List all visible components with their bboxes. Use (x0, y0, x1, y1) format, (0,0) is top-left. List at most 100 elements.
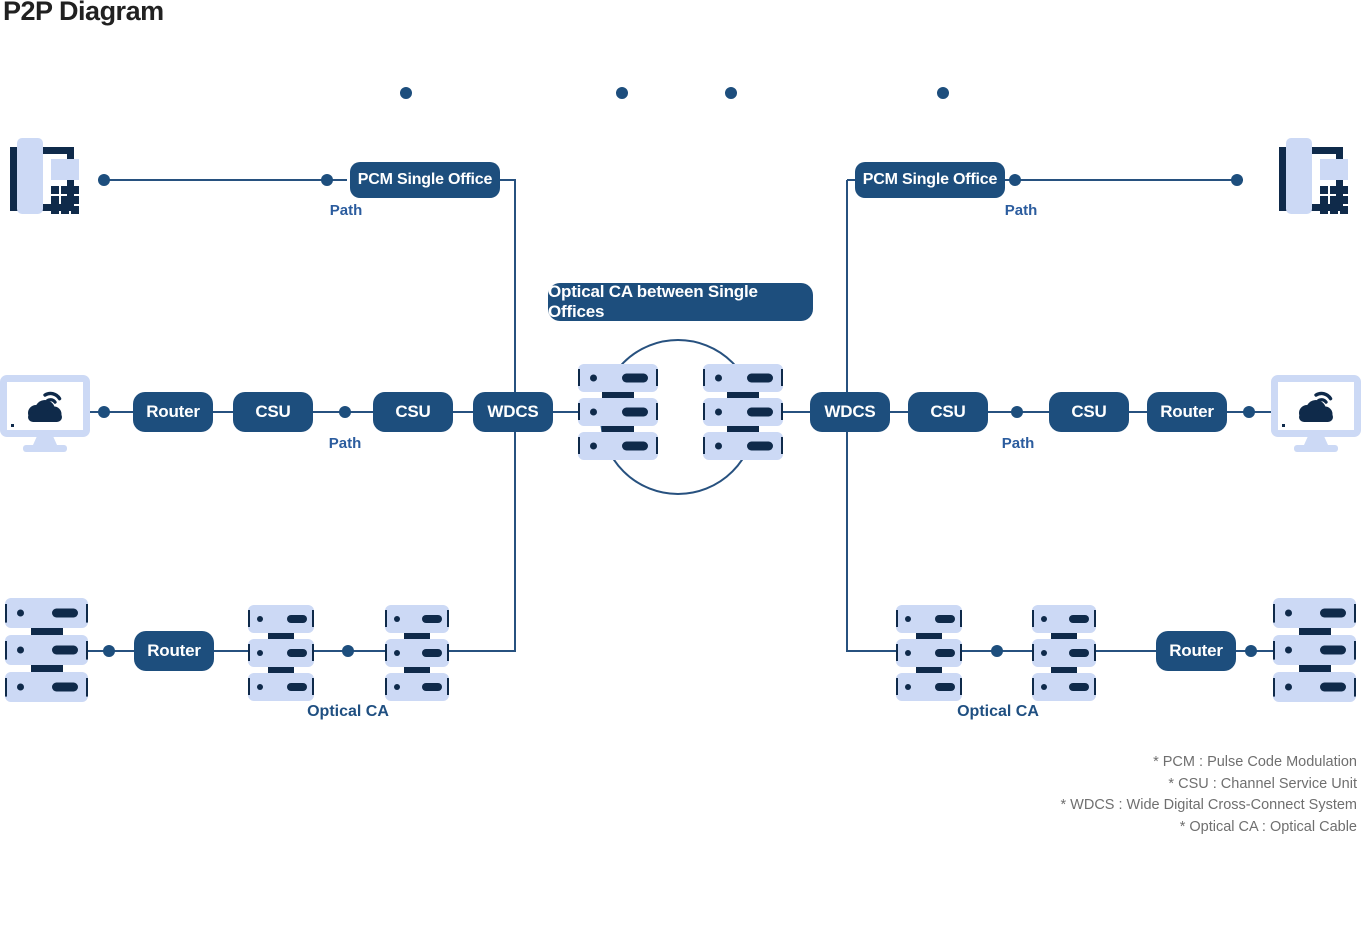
cloud-wifi-icon (28, 391, 62, 422)
server-stack-icon (385, 605, 449, 701)
server-unit (1032, 673, 1096, 701)
phone-keypad (1320, 186, 1328, 194)
server-connector (1032, 667, 1096, 673)
connector-dot-icon (1231, 174, 1243, 186)
node-router-bottom-right: Router (1156, 631, 1236, 671)
server-connector (1032, 633, 1096, 639)
server-unit (385, 605, 449, 633)
server-stack-icon (1273, 598, 1356, 702)
server-unit (1273, 635, 1356, 665)
connector-line (1096, 650, 1156, 652)
server-stack-icon (248, 605, 314, 701)
node-pcm-single-office-right: PCM Single Office (855, 162, 1005, 198)
server-unit (5, 672, 88, 702)
connector-line (1129, 411, 1147, 413)
connector-dot-icon (98, 174, 110, 186)
legend: * PCM : Pulse Code Modulation * CSU : Ch… (1060, 752, 1357, 838)
phone-keypad (51, 186, 59, 194)
server-unit (248, 605, 314, 633)
computer-icon (1271, 375, 1361, 452)
server-unit (5, 598, 88, 628)
server-connector (248, 667, 314, 673)
desk-phone-icon (1274, 138, 1358, 228)
server-connector (703, 426, 783, 432)
server-unit (248, 673, 314, 701)
node-router-left-mid: Router (133, 392, 213, 432)
server-unit (1032, 605, 1096, 633)
server-connector (248, 633, 314, 639)
server-stack-icon (703, 364, 783, 460)
connector-dot-icon (1245, 645, 1257, 657)
connector-line (553, 411, 578, 413)
path-label-mid-left: Path (328, 435, 362, 452)
path-label-top-right: Path (1004, 202, 1038, 219)
node-csu-right-2: CSU (1049, 392, 1129, 432)
server-connector (385, 667, 449, 673)
optical-ca-label-left: Optical CA (307, 703, 389, 720)
phone-screen (1320, 159, 1348, 180)
node-marker-icon (400, 87, 412, 99)
page-title: P2P Diagram (3, 0, 164, 26)
connector-line (214, 650, 248, 652)
server-unit (1032, 639, 1096, 667)
monitor-frame (0, 375, 90, 437)
monitor-led (1282, 424, 1285, 427)
server-connector (896, 667, 962, 673)
server-unit (5, 635, 88, 665)
connector-line (783, 411, 810, 413)
connector-line (846, 650, 896, 652)
server-connector (385, 633, 449, 639)
monitor-stand (33, 437, 57, 445)
connector-dot-icon (103, 645, 115, 657)
server-unit (578, 432, 658, 460)
monitor-base (1294, 445, 1338, 452)
computer-icon (0, 375, 90, 452)
node-marker-icon (937, 87, 949, 99)
connector-line (213, 411, 233, 413)
server-unit (1273, 672, 1356, 702)
legend-item-pcm: * PCM : Pulse Code Modulation (1153, 754, 1357, 770)
server-connector (896, 633, 962, 639)
desk-phone-icon (5, 138, 89, 228)
node-optical-ca-between: Optical CA between Single Offices (548, 282, 813, 321)
node-pcm-single-office-left: PCM Single Office (350, 162, 500, 198)
node-router-bottom-left: Router (134, 631, 214, 671)
server-unit (578, 398, 658, 426)
connector-dot-icon (991, 645, 1003, 657)
server-stack-icon (896, 605, 962, 701)
server-connector (1273, 665, 1356, 672)
server-connector (703, 392, 783, 398)
connector-line (449, 650, 516, 652)
server-stack-icon (1032, 605, 1096, 701)
server-stack-icon (578, 364, 658, 460)
server-connector (1273, 628, 1356, 635)
server-unit (385, 639, 449, 667)
connector-dot-icon (1011, 406, 1023, 418)
connector-line (104, 179, 347, 181)
path-label-mid-right: Path (1001, 435, 1035, 452)
connector-dot-icon (342, 645, 354, 657)
server-unit (248, 639, 314, 667)
server-unit (703, 364, 783, 392)
node-wdcs-left: WDCS (473, 392, 553, 432)
legend-item-optical-ca: * Optical CA : Optical Cable (1179, 818, 1357, 835)
node-marker-icon (725, 87, 737, 99)
server-unit (1273, 598, 1356, 628)
node-wdcs-right: WDCS (810, 392, 890, 432)
server-unit (896, 639, 962, 667)
server-unit (703, 432, 783, 460)
server-unit (703, 398, 783, 426)
node-csu-right-1: CSU (908, 392, 988, 432)
connector-line (453, 411, 475, 413)
server-stack-icon (5, 598, 88, 702)
server-connector (5, 628, 88, 635)
node-csu-left-2: CSU (373, 392, 453, 432)
connector-dot-icon (1009, 174, 1021, 186)
node-marker-icon (616, 87, 628, 99)
node-router-right-mid: Router (1147, 392, 1227, 432)
server-connector (578, 426, 658, 432)
connector-dot-icon (339, 406, 351, 418)
connector-line (90, 411, 133, 413)
phone-handset (1286, 138, 1312, 214)
